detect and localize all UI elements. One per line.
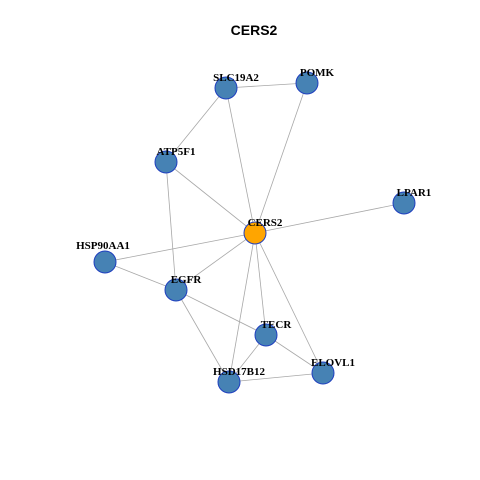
node-tecr: TECR [254, 319, 293, 347]
node-circle [392, 191, 416, 215]
node-circle [243, 221, 267, 245]
node-hsd17b12: HSD17B12 [213, 366, 265, 394]
node-label: ELOVL1 [311, 357, 355, 369]
edge-slc19a2-cers2 [225, 87, 256, 234]
edge-cers2-tecr [254, 232, 267, 336]
edge-lpar1-cers2 [254, 202, 405, 234]
node-hsp90aa1: HSP90AA1 [76, 240, 130, 274]
edge-slc19a2-atp5f1 [165, 87, 227, 163]
edge-pomk-cers2 [254, 82, 308, 234]
node-slc19a2: SLC19A2 [213, 72, 259, 100]
node-circle [154, 150, 178, 174]
node-cers2: CERS2 [243, 217, 283, 245]
node-circle [93, 250, 117, 274]
edge-atp5f1-cers2 [165, 161, 256, 234]
node-egfr: EGFR [164, 274, 203, 302]
node-label: LPAR1 [397, 187, 432, 199]
edge-cers2-elovl1 [254, 232, 324, 374]
node-circle [254, 323, 278, 347]
node-lpar1: LPAR1 [392, 187, 432, 215]
node-label: EGFR [171, 274, 203, 286]
edge-atp5f1-egfr [165, 161, 177, 291]
node-label: HSP90AA1 [76, 240, 130, 252]
edge-egfr-cers2 [175, 232, 256, 291]
node-atp5f1: ATP5F1 [154, 146, 196, 174]
node-circle [295, 71, 319, 95]
node-circle [311, 361, 335, 385]
edges-layer [104, 82, 405, 383]
node-label: SLC19A2 [213, 72, 259, 84]
edge-egfr-tecr [175, 289, 267, 336]
node-label: TECR [261, 319, 293, 331]
node-circle [164, 278, 188, 302]
node-label: ATP5F1 [157, 146, 196, 158]
node-circle [217, 370, 241, 394]
node-label: CERS2 [248, 217, 283, 229]
edge-cers2-hsd17b12 [228, 232, 256, 383]
edge-hsp90aa1-egfr [104, 261, 177, 291]
node-pomk: POMK [295, 67, 335, 95]
edge-hsd17b12-elovl1 [228, 372, 324, 383]
node-label: HSD17B12 [213, 366, 265, 378]
edge-egfr-hsd17b12 [175, 289, 230, 383]
edge-slc19a2-pomk [225, 82, 308, 89]
node-label: POMK [300, 67, 335, 79]
node-elovl1: ELOVL1 [311, 357, 355, 385]
edge-hsp90aa1-cers2 [104, 232, 256, 263]
node-circle [214, 76, 238, 100]
diagram-title: CERS2 [231, 22, 278, 38]
